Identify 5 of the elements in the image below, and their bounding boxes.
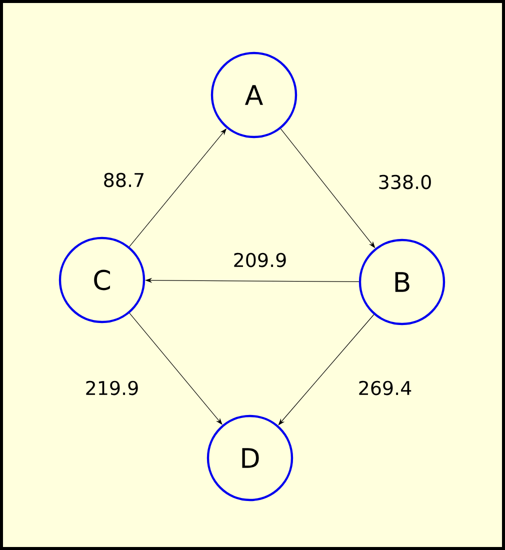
edge-label: 88.7 [102,172,146,188]
edge-label: 269.4 [356,380,414,396]
edge-label: 338.0 [376,174,434,190]
edge-label: 219.9 [84,380,140,396]
edge-label: 209.9 [232,252,288,268]
